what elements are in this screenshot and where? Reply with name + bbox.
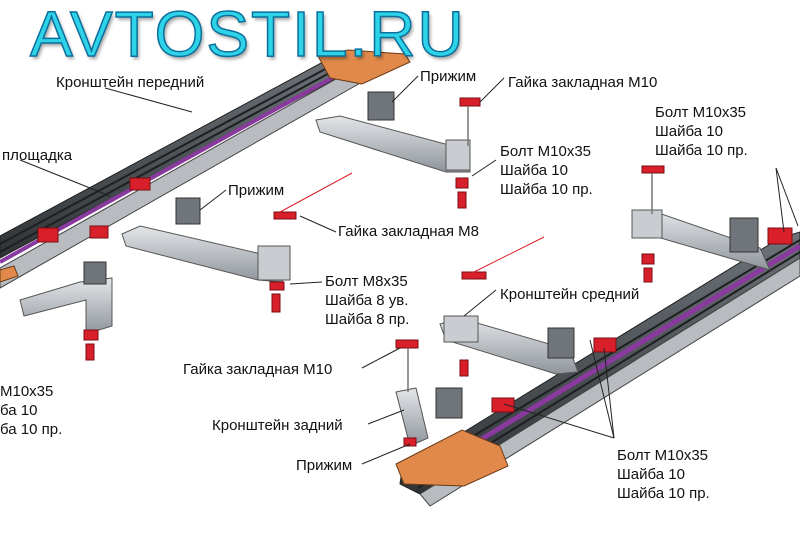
bolt-shafts bbox=[407, 106, 653, 392]
label-nut-m10-bottom: Гайка закладная М10 bbox=[183, 361, 333, 378]
label-clamp-bottom: Прижим bbox=[296, 457, 353, 474]
label-bracket-front: Кронштейн передний bbox=[56, 74, 205, 91]
middle-bracket-upper bbox=[121, 197, 291, 283]
bracket-right bbox=[631, 209, 771, 271]
label-platform: площадка bbox=[2, 147, 73, 164]
rear-bracket-upper bbox=[19, 261, 113, 335]
orange-end-cap-lower bbox=[395, 429, 509, 487]
label-bolt-left: М10х35 ба 10 ба 10 пр. bbox=[0, 383, 63, 438]
label-bracket-rear: Кронштейн задний bbox=[212, 417, 343, 434]
label-clamp-top: Прижим bbox=[420, 68, 477, 85]
label-clamp-mid: Прижим bbox=[228, 182, 285, 199]
label-bolt-bottom: Болт М10х35 Шайба 10 Шайба 10 пр. bbox=[617, 447, 710, 502]
lower-running-board bbox=[395, 231, 800, 507]
label-bracket-middle: Кронштейн средний bbox=[500, 286, 640, 303]
brand-watermark: AVTOSTIL.RU bbox=[29, 0, 466, 71]
label-bolt-top-right: Болт М10х35 Шайба 10 Шайба 10 пр. bbox=[655, 104, 748, 159]
label-nut-m8: Гайка закладная М8 bbox=[338, 223, 479, 240]
middle-bracket-lower bbox=[439, 315, 579, 375]
label-nut-m10-top: Гайка закладная М10 bbox=[508, 74, 658, 91]
red-hardware bbox=[37, 97, 793, 447]
label-bolt-mid: Болт М10х35 Шайба 10 Шайба 10 пр. bbox=[500, 143, 593, 198]
orange-end-cap-upper bbox=[317, 49, 411, 85]
callout-leaders bbox=[19, 75, 799, 465]
front-bracket bbox=[315, 91, 471, 173]
label-bolt-m8: Болт М8х35 Шайба 8 ув. Шайба 8 пр. bbox=[325, 273, 410, 328]
rear-bracket-lower bbox=[395, 387, 463, 447]
